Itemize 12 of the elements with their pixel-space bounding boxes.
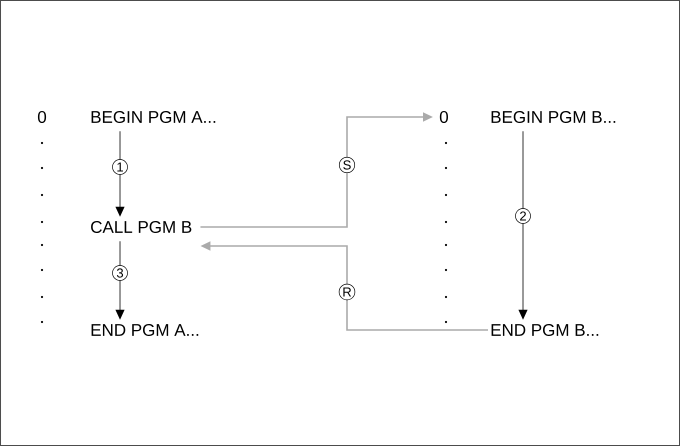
edge-label: 3 <box>112 265 128 281</box>
code-line: BEGIN PGM B... <box>492 110 616 124</box>
line-number: 0 <box>440 110 448 124</box>
edge-label: 1 <box>112 159 128 175</box>
code-line: END PGM B... <box>492 324 598 336</box>
edge-label: S <box>338 156 356 174</box>
edge-label: 2 <box>515 208 531 224</box>
edge-label: R <box>338 284 356 300</box>
code-line: END PGM A... <box>92 324 198 336</box>
code-line: CALL PGM B <box>91 220 192 234</box>
line-number: 0 <box>38 110 46 124</box>
code-line: BEGIN PGM A... <box>92 110 216 124</box>
